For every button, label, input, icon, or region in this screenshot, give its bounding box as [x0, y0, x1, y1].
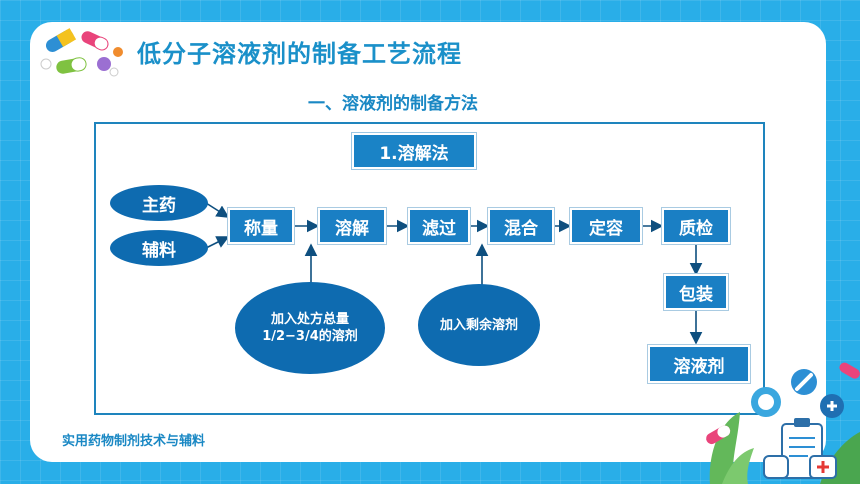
addition-oval-rest-solvent: 加入剩余溶剂	[418, 284, 540, 366]
step-quality-check: 质检	[664, 210, 728, 242]
input-oval-main-drug: 主药	[110, 185, 208, 221]
step-weigh: 称量	[230, 210, 292, 242]
step-dissolve: 溶解	[320, 210, 384, 242]
arrow-main-to-weigh	[205, 202, 230, 218]
method-label: 1.溶解法	[354, 135, 474, 167]
arrow-excipient-to-weigh	[205, 236, 230, 249]
input-oval-excipient: 辅料	[110, 230, 208, 266]
addition-oval-first-solvent: 加入处方总量 1/2−3/4的溶剂	[235, 282, 385, 374]
capsule-pills-icon	[40, 28, 123, 77]
step-solution-product: 溶液剂	[650, 347, 748, 381]
page-title: 低分子溶液剂的制备工艺流程	[137, 40, 462, 68]
step-packaging: 包装	[666, 276, 726, 308]
addition-text-rest-solvent: 加入剩余溶剂	[439, 317, 518, 333]
footer-text: 实用药物制剂技术与辅料	[62, 434, 206, 449]
diagram-frame	[94, 122, 765, 415]
addition-text-first-solvent: 加入处方总量 1/2−3/4的溶剂	[262, 312, 358, 344]
step-volume: 定容	[572, 210, 640, 242]
medical-clipboard-icon	[706, 362, 860, 484]
step-filter: 滤过	[410, 210, 468, 242]
section-subtitle: 一、溶液剂的制备方法	[308, 94, 478, 114]
step-mix: 混合	[490, 210, 552, 242]
